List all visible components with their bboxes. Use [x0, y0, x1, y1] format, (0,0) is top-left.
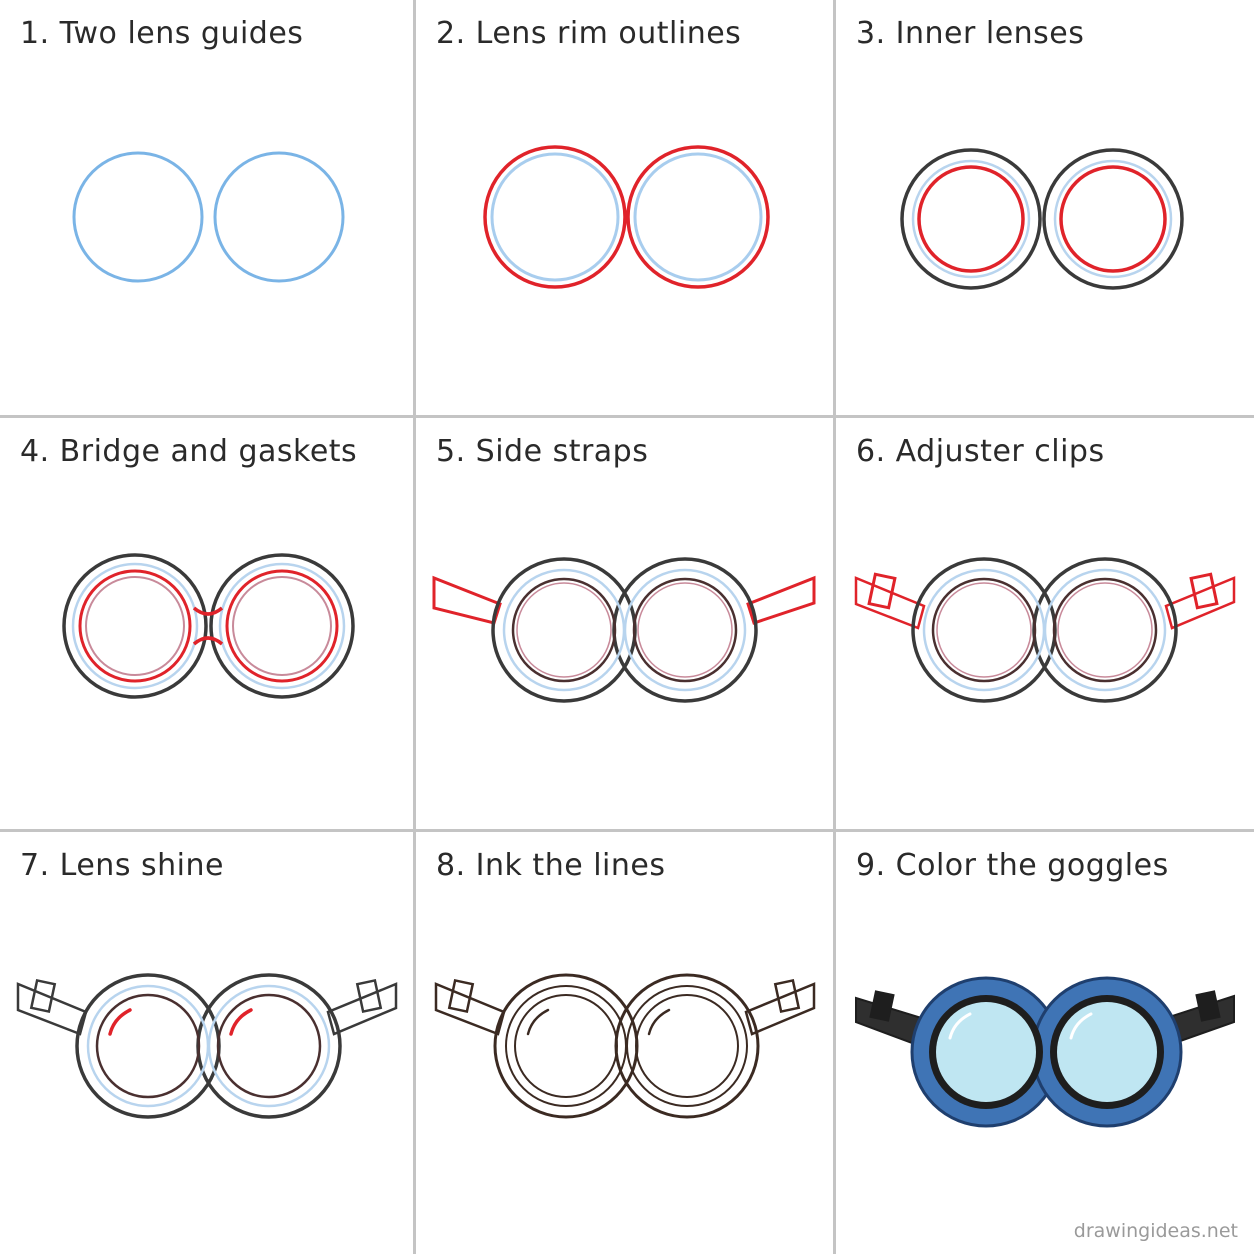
right-inner-lens: [1059, 165, 1167, 273]
step-panel-5: 5. Side straps: [416, 418, 836, 832]
left-lens-fill: [936, 1002, 1036, 1102]
step-8-drawing: [434, 973, 816, 1119]
left-lens-guide: [72, 151, 204, 283]
step-label: 1. Two lens guides: [20, 16, 304, 51]
step-panel-1: 1. Two lens guides: [0, 0, 416, 418]
step-label: 3. Inner lenses: [856, 16, 1085, 51]
step-label: 7. Lens shine: [20, 848, 224, 883]
step-7-drawing: [16, 973, 398, 1119]
right-rim-outline: [626, 145, 770, 289]
step-panel-4: 4. Bridge and gaskets: [0, 418, 416, 832]
step-3-drawing: [900, 148, 1184, 290]
left-rim-outline: [483, 145, 627, 289]
step-1-drawing: [72, 151, 345, 283]
step-label: 5. Side straps: [436, 434, 649, 469]
step-9-drawing: [855, 976, 1235, 1128]
step-panel-3: 3. Inner lenses: [836, 0, 1254, 418]
step-5-drawing: [432, 557, 816, 703]
step-panel-6: 6. Adjuster clips: [836, 418, 1254, 832]
step-2-drawing: [483, 145, 770, 289]
step-panel-2: 2. Lens rim outlines: [416, 0, 836, 418]
step-panel-8: 8. Ink the lines: [416, 832, 836, 1254]
right-lens-guide: [213, 151, 345, 283]
left-adjuster-clip: [867, 572, 897, 610]
right-lens-fill: [1057, 1002, 1157, 1102]
step-label: 8. Ink the lines: [436, 848, 666, 883]
right-strap: [746, 575, 816, 625]
step-6-drawing: [854, 557, 1236, 703]
step-label: 6. Adjuster clips: [856, 434, 1105, 469]
left-strap: [432, 575, 502, 625]
step-label: 2. Lens rim outlines: [436, 16, 742, 51]
left-inner-lens: [917, 165, 1025, 273]
right-lens-shine: [229, 1008, 253, 1036]
bridge: [192, 606, 224, 646]
step-label: 4. Bridge and gaskets: [20, 434, 358, 469]
step-4-drawing: [62, 553, 355, 699]
left-lens-shine: [108, 1008, 132, 1036]
step-label: 9. Color the goggles: [856, 848, 1169, 883]
right-adjuster-clip: [1189, 572, 1219, 610]
step-panel-7: 7. Lens shine: [0, 832, 416, 1254]
step-panel-9: 9. Color the goggles drawingideas.net: [836, 832, 1254, 1254]
watermark: drawingideas.net: [1073, 1220, 1238, 1242]
